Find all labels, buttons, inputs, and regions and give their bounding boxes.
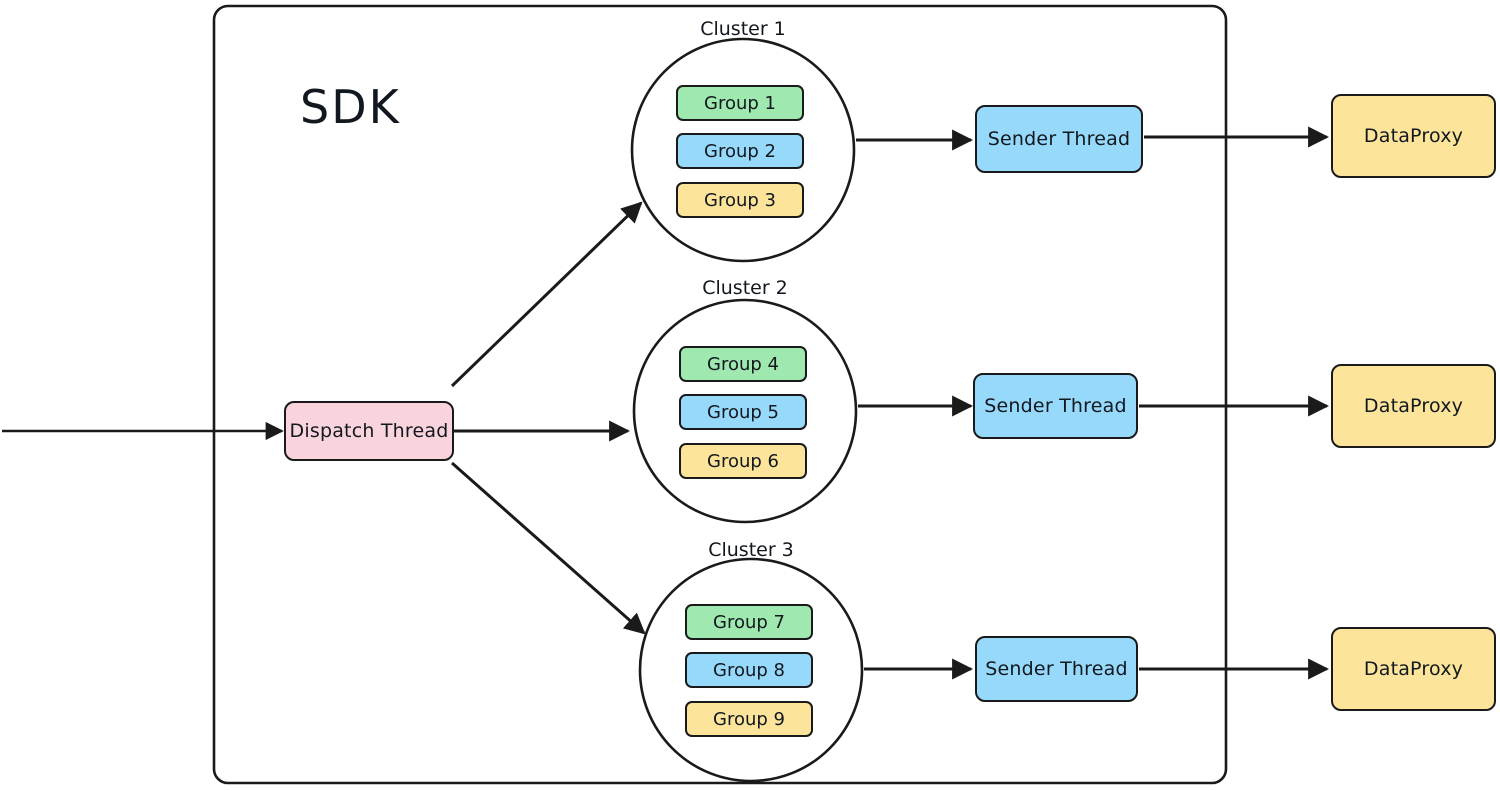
sender-thread-node-3[interactable]: Sender Thread <box>975 636 1138 702</box>
group-box-5[interactable]: Group 5 <box>679 394 807 430</box>
sdk-container-border <box>212 4 1228 785</box>
dispatch-thread-node[interactable]: Dispatch Thread <box>284 401 454 461</box>
data-proxy-node-3[interactable]: DataProxy <box>1331 627 1496 711</box>
group-box-3[interactable]: Group 3 <box>676 182 804 218</box>
cluster-1-label: Cluster 1 <box>700 18 786 40</box>
edge-dispatch-to-cluster-3 <box>451 461 646 635</box>
group-box-7[interactable]: Group 7 <box>685 604 813 640</box>
cluster-2-label: Cluster 2 <box>702 277 788 299</box>
group-box-4[interactable]: Group 4 <box>679 346 807 382</box>
group-box-8[interactable]: Group 8 <box>685 652 813 688</box>
group-box-6[interactable]: Group 6 <box>679 443 807 479</box>
data-proxy-node-1[interactable]: DataProxy <box>1331 94 1496 178</box>
sender-thread-node-1[interactable]: Sender Thread <box>975 105 1143 173</box>
group-box-2[interactable]: Group 2 <box>676 133 804 169</box>
data-proxy-node-2[interactable]: DataProxy <box>1331 364 1496 448</box>
sender-thread-node-2[interactable]: Sender Thread <box>973 373 1138 439</box>
group-box-1[interactable]: Group 1 <box>676 85 804 121</box>
cluster-3-label: Cluster 3 <box>708 539 794 561</box>
edge-dispatch-to-cluster-1 <box>450 201 643 388</box>
group-box-9[interactable]: Group 9 <box>685 701 813 737</box>
sdk-title: SDK <box>300 80 401 134</box>
